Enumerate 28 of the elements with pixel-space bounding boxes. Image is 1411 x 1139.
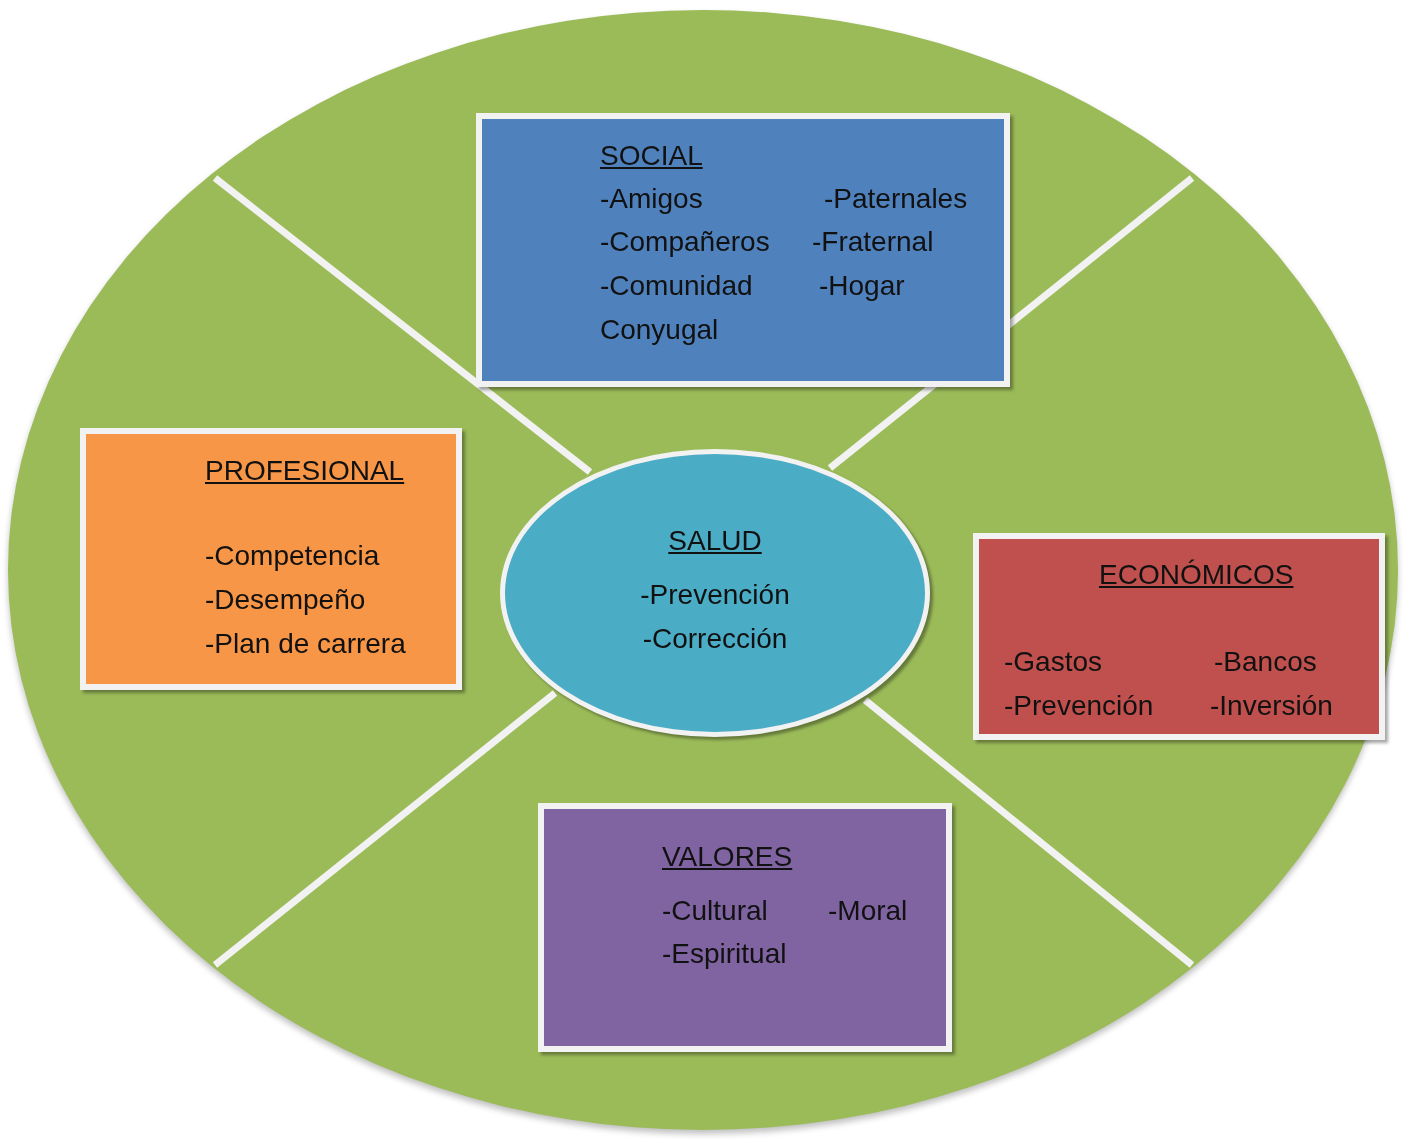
heading: VALORES: [662, 840, 793, 874]
list-item: -Compañeros: [600, 225, 770, 259]
list-item: -Hogar: [819, 269, 905, 303]
list-item: Conyugal: [600, 313, 719, 347]
list-item: -Cultural: [662, 894, 768, 928]
heading: SALUD: [668, 524, 762, 558]
list-item: -Espiritual: [662, 937, 787, 971]
heading: ECONÓMICOS: [1099, 558, 1294, 592]
list-item: -Desempeño: [205, 583, 366, 617]
list-item: -Amigos: [600, 182, 703, 216]
list-item: -Fraternal: [812, 225, 934, 259]
list-item: -Paternales: [824, 182, 968, 216]
heading: SOCIAL: [600, 139, 703, 173]
list-item: -Inversión: [1210, 689, 1333, 723]
category-box: [80, 428, 462, 690]
category-box: [476, 113, 1010, 387]
list-item: -Corrección: [642, 622, 788, 656]
list-item: -Competencia: [205, 539, 380, 573]
category-box: [973, 533, 1385, 740]
list-item: -Gastos: [1004, 645, 1103, 679]
list-item: -Plan de carrera: [205, 627, 406, 661]
list-item: -Prevención: [640, 578, 790, 612]
list-item: -Prevención: [1004, 689, 1154, 723]
list-item: -Moral: [828, 894, 908, 928]
list-item: -Bancos: [1214, 645, 1317, 679]
category-box: [538, 803, 952, 1052]
heading: PROFESIONAL: [205, 454, 405, 488]
list-item: -Comunidad: [600, 269, 753, 303]
